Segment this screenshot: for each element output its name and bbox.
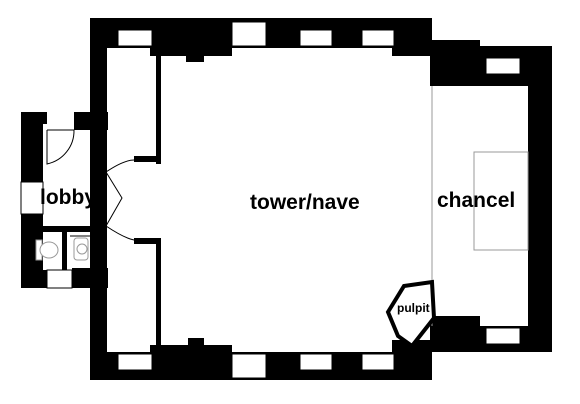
window-chancel-bottom xyxy=(485,327,521,345)
partition-upper-vertical xyxy=(156,48,161,164)
window-top-2 xyxy=(231,21,267,47)
walls xyxy=(21,18,552,380)
window-bottom-4 xyxy=(361,353,395,371)
chancel-top-mass xyxy=(430,40,480,86)
pulpit-outline xyxy=(385,279,437,349)
nave-double-door xyxy=(105,171,123,227)
chancel-bottom-mass xyxy=(430,316,480,352)
partition-upper-horizontal xyxy=(134,156,161,162)
doors xyxy=(46,129,135,241)
label-chancel: chancel xyxy=(437,189,515,212)
nave-door-swing-lower xyxy=(105,225,135,241)
lobby-left-wall-upper xyxy=(21,112,43,182)
nave-top-notch xyxy=(186,50,204,62)
lobby-right-wall-lower xyxy=(90,226,106,288)
window-top-4 xyxy=(361,29,395,47)
window-lobby-left xyxy=(20,181,44,215)
window-chancel-top xyxy=(485,57,521,75)
window-bottom-3 xyxy=(299,353,333,371)
window-bottom-1 xyxy=(117,353,153,371)
lobby-top-door-swing xyxy=(46,129,75,165)
partition-lower-horizontal xyxy=(134,238,161,244)
window-bottom-2 xyxy=(231,353,267,379)
wc-partition xyxy=(33,226,93,232)
windows xyxy=(20,21,521,379)
label-lobby: lobby xyxy=(40,186,96,209)
lobby-top-wall-left xyxy=(21,112,47,124)
lobby-right-wall-upper xyxy=(90,112,106,172)
nave-door-swing-upper xyxy=(105,159,135,173)
nave-bottom-notch xyxy=(188,338,204,348)
nave-top-left-mass xyxy=(150,18,232,56)
toilet-bowl xyxy=(39,241,59,259)
nave-bottom-left-mass xyxy=(150,345,232,380)
lobby-bottom-wall xyxy=(21,270,47,288)
window-top-1 xyxy=(117,29,153,47)
label-tower-nave: tower/nave xyxy=(250,191,360,214)
lobby-left-wall-lower xyxy=(21,214,43,288)
window-lobby-bottom xyxy=(46,269,73,289)
sink-basin xyxy=(76,243,88,255)
chancel-altar-platform xyxy=(473,151,529,251)
nave-top-right-mass xyxy=(392,18,432,56)
partition-lower-vertical xyxy=(156,242,161,352)
label-pulpit: pulpit xyxy=(397,301,430,315)
window-top-3 xyxy=(299,29,333,47)
wc-divider xyxy=(62,230,67,270)
fixtures xyxy=(35,86,529,326)
